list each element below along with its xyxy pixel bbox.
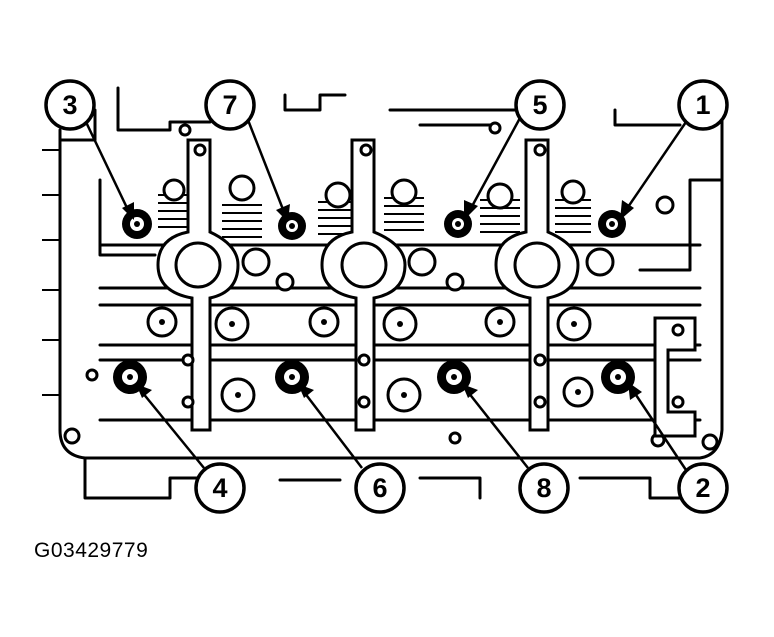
bearing-cap <box>156 138 240 432</box>
leader-line-7 <box>246 119 290 222</box>
camshaft-lobes <box>146 247 615 413</box>
valve-spring <box>158 178 190 228</box>
valve-spring <box>222 174 262 238</box>
callout-4: 4 <box>194 462 246 514</box>
callout-7: 7 <box>204 79 256 131</box>
bearing-cap <box>320 138 407 432</box>
callout-2: 2 <box>677 462 729 514</box>
leader-line-6 <box>298 384 363 469</box>
leader-line-4 <box>136 384 205 469</box>
valve-spring <box>555 179 591 233</box>
bearing-caps <box>156 138 697 438</box>
lower-center-right-bolt <box>437 360 471 394</box>
callout-3: 3 <box>44 79 96 131</box>
lower-right-bolt <box>601 360 635 394</box>
valve-springs <box>158 174 591 238</box>
valve-spring <box>384 178 424 231</box>
callout-1: 1 <box>677 79 729 131</box>
callout-6-label: 6 <box>372 473 387 503</box>
leader-line-2 <box>628 382 688 471</box>
leader-line-3 <box>84 121 134 220</box>
callout-3-label: 3 <box>62 90 77 120</box>
valve-spring <box>318 181 358 235</box>
callout-5: 5 <box>514 79 566 131</box>
callout-4-label: 4 <box>212 473 227 503</box>
bearing-cap <box>653 316 697 438</box>
leader-lines <box>84 117 688 471</box>
callout-5-label: 5 <box>532 90 547 120</box>
leader-line-8 <box>462 384 529 469</box>
valve-spring <box>480 182 520 233</box>
upper-left-bolt <box>122 209 152 239</box>
callout-7-label: 7 <box>222 90 237 120</box>
bearing-cap <box>494 138 580 432</box>
leader-line-5 <box>464 117 522 220</box>
callout-6: 6 <box>354 462 406 514</box>
leader-line-1 <box>620 121 688 220</box>
cylinder-head-outline <box>42 86 724 500</box>
callout-8: 8 <box>518 462 570 514</box>
callout-1-label: 1 <box>695 90 710 120</box>
figure-code: G03429779 <box>34 539 149 562</box>
upper-right-bolt <box>598 210 626 238</box>
callout-8-label: 8 <box>536 473 551 503</box>
callout-2-label: 2 <box>695 473 710 503</box>
